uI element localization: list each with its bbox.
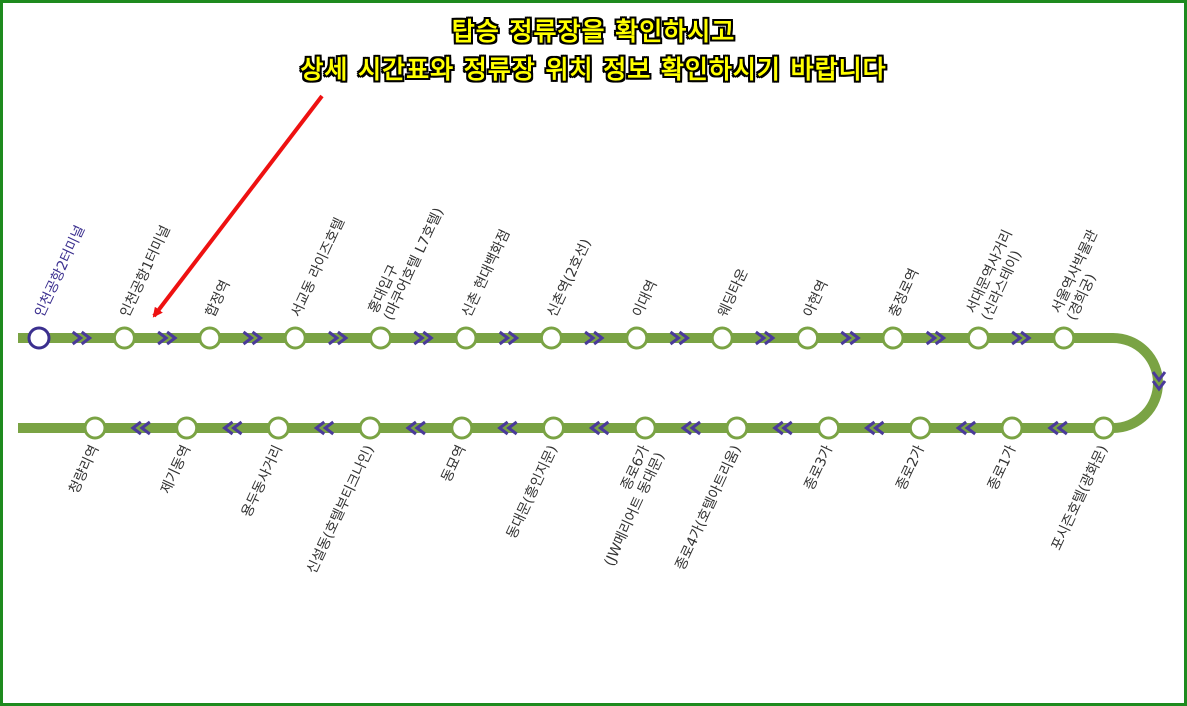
stop-label: 합정역 [203,278,234,320]
stop-marker [283,326,307,350]
notice-line-2: 상세 시간표와 정류장 위치 정보 확인하시기 바랍니다 [300,55,887,84]
stop-marker [542,416,565,440]
stop-label: 인천공항2터미널 [32,223,88,320]
direction-chevron [498,330,520,346]
stop-label: 서대문역사거리(신라스테이) [963,227,1031,323]
direction-chevron [925,330,947,346]
direction-chevron [497,420,518,436]
direction-chevron [669,330,690,346]
direction-chevron [328,330,349,346]
stop-marker [908,416,932,440]
stop-marker [175,416,199,440]
stop-marker [710,326,734,350]
stop-marker [1092,416,1116,440]
direction-chevron [680,420,701,436]
stop-marker [266,416,290,440]
stop-label: 신촌 현대백화점 [459,227,513,320]
stop-marker [1000,416,1024,440]
stop-label: 종로4가(호텔아트리움) [673,443,745,573]
stop-label: 포시즌호텔(광화문) [1049,443,1112,553]
stop-marker [358,416,382,440]
stop-marker [633,416,657,440]
stop-marker [796,326,820,350]
stop-label: 충정로역 [886,266,922,319]
stop-marker [83,416,107,440]
direction-chevron [840,330,861,346]
direction-chevron [222,420,243,436]
stop-label: 웨딩타운 [715,266,751,320]
direction-chevron [588,420,610,436]
stop-label: 아현역 [801,278,832,320]
stops-layer [27,326,1116,440]
stop-marker [369,326,393,350]
stop-label: 종로1가 [985,443,1020,493]
stop-marker [966,326,990,350]
direction-chevron [755,330,776,346]
stop-marker [881,326,905,350]
direction-chevron [130,420,151,436]
stop-marker [454,326,478,350]
pointer-arrow [152,94,324,318]
direction-chevron [242,330,263,346]
direction-chevron [413,330,434,346]
direction-chevron [955,420,977,436]
boarding-notice: 탑승 정류장을 확인하시고 상세 시간표와 정류장 위치 정보 확인하시기 바랍… [3,13,1184,89]
stop-label: 제기동역 [158,443,194,496]
stop-marker [198,326,222,350]
stop-label: 종로3가 [802,443,837,493]
stop-marker [539,326,563,350]
direction-chevron [863,420,885,436]
stop-marker [725,416,749,440]
stop-marker [1052,326,1076,350]
stop-label: 종로6가(JW메리어트 동대문) [586,443,668,569]
stop-label: 용두동사거리 [239,443,286,520]
stop-label: 홍대입구(마쿠어호텔 L7호텔) [366,198,448,323]
stop-label: 신촌역(2호선) [545,237,595,320]
stop-marker [27,326,51,350]
notice-line-1: 탑승 정류장을 확인하시고 [451,17,736,46]
stop-label: 신설동(호텔부티크나인) [304,443,378,576]
direction-chevron [584,330,605,346]
stop-marker [625,326,649,350]
stop-label: 종로2가 [893,443,928,493]
stop-marker [817,416,841,440]
stop-label: 인천공항1터미널 [118,223,174,320]
stop-marker [112,326,136,350]
stop-label: 서울역사박물관(경희궁) [1049,227,1117,323]
direction-chevron [157,330,178,346]
stop-label: 이대역 [630,278,661,320]
stop-label: 동대문(흥인지문) [504,443,561,541]
direction-arrows [71,330,1167,436]
direction-chevron [71,330,93,346]
direction-chevron [313,420,335,436]
stop-label: 동묘역 [439,443,470,485]
stop-label: 서교동 라이즈호텔 [288,216,348,320]
stop-label: 청량리역 [66,443,102,496]
direction-chevron [1047,420,1068,436]
turn-chevron [1151,371,1167,392]
stop-marker [450,416,474,440]
direction-chevron [1011,330,1032,346]
direction-chevron [772,420,793,436]
route-line [18,333,1163,433]
direction-chevron [405,420,426,436]
